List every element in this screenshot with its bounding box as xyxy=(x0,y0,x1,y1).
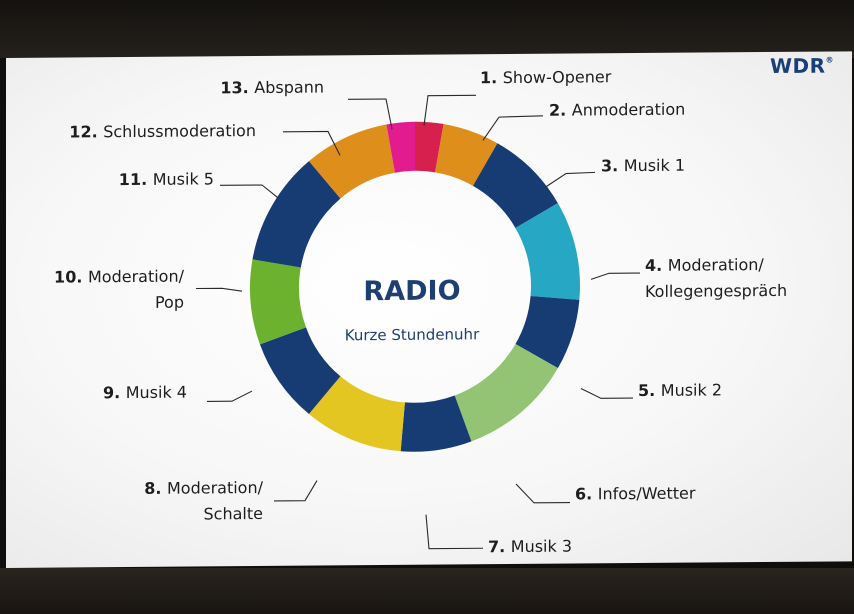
leader-line-6 xyxy=(515,483,570,504)
segment-labels: 1. Show-Opener 2. Anmoderation 3. Musik 1 4… xyxy=(54,67,787,557)
segment-number-7: 7. xyxy=(488,537,511,556)
leader-line-1 xyxy=(423,94,476,126)
diagram-subtitle: Kurze Stundenuhr xyxy=(345,325,480,344)
ring-segment-13 xyxy=(386,121,415,173)
leader-line-7 xyxy=(425,514,483,550)
segment-number-2: 2. xyxy=(549,101,572,120)
segment-text-13: Abspann xyxy=(254,78,324,98)
ring-segment-9 xyxy=(259,327,341,415)
segment-text-8: Schalte xyxy=(204,504,263,523)
ring-segment-10 xyxy=(250,259,306,345)
segment-text-5: Musik 2 xyxy=(661,380,722,399)
leader-line-2 xyxy=(482,115,544,141)
ring-segment-2 xyxy=(435,124,498,186)
leader-line-5 xyxy=(580,387,633,399)
segment-number-8: 8. xyxy=(144,479,167,498)
segment-label-10: 10. Moderation/ xyxy=(54,267,185,287)
segment-text-1: Show-Opener xyxy=(503,67,612,87)
segment-label-12: 12. Schlussmoderation xyxy=(69,121,256,141)
segment-number-6: 6. xyxy=(575,484,598,503)
segment-text-4: Kollegengespräch xyxy=(645,281,787,301)
ring-segment-6 xyxy=(454,343,558,442)
segment-label-4: 4. Moderation/ xyxy=(645,255,764,275)
segment-label-9: 9. Musik 4 xyxy=(103,383,187,403)
ring-segment-3 xyxy=(472,143,558,228)
leader-line-9 xyxy=(207,390,253,402)
ring-segment-8 xyxy=(308,376,405,452)
segment-label-13: 13. Abspann xyxy=(220,78,324,98)
clock-ring xyxy=(250,121,580,452)
segment-number-10: 10. xyxy=(54,267,88,286)
segment-label-4-line2: Kollegengespräch xyxy=(645,281,787,301)
ring-segment-12 xyxy=(308,124,395,199)
segment-number-13: 13. xyxy=(220,78,254,97)
ring-segment-7 xyxy=(400,395,472,452)
leader-lines xyxy=(196,94,640,550)
segment-number-11: 11. xyxy=(119,170,153,189)
leader-line-8 xyxy=(274,480,318,502)
leader-line-4 xyxy=(590,272,640,280)
segment-label-11: 11. Musik 5 xyxy=(119,169,214,189)
segment-label-8: 8. Moderation/ xyxy=(144,478,263,498)
segment-label-5: 5. Musik 2 xyxy=(638,380,722,400)
segment-number-12: 12. xyxy=(69,122,103,141)
segment-number-9: 9. xyxy=(103,383,126,402)
segment-number-1: 1. xyxy=(480,68,503,87)
leader-line-3 xyxy=(545,171,596,188)
leader-line-13 xyxy=(348,98,393,130)
segment-number-3: 3. xyxy=(601,156,624,175)
segment-text-4: Moderation/ xyxy=(668,255,765,275)
ring-segment-1 xyxy=(415,121,444,173)
segment-text-6: Infos/Wetter xyxy=(598,484,696,504)
segment-text-8: Moderation/ xyxy=(167,478,264,498)
segment-number-4: 4. xyxy=(645,256,668,275)
segment-text-11: Musik 5 xyxy=(153,169,214,188)
leader-line-12 xyxy=(283,130,341,156)
segment-number-5: 5. xyxy=(638,381,661,400)
segment-label-10-line2: Pop xyxy=(155,293,184,312)
segment-label-1: 1. Show-Opener xyxy=(480,67,612,87)
segment-text-7: Musik 3 xyxy=(511,537,572,556)
segment-label-2: 2. Anmoderation xyxy=(549,100,685,120)
ring-segment-11 xyxy=(252,161,341,268)
ring-segment-5 xyxy=(515,295,580,369)
segment-text-10: Moderation/ xyxy=(88,267,185,287)
leader-line-11 xyxy=(220,184,279,199)
segment-label-8-line2: Schalte xyxy=(204,504,263,523)
diagram-title: RADIO xyxy=(363,275,460,307)
segment-text-12: Schlussmoderation xyxy=(103,121,256,141)
segment-text-9: Musik 4 xyxy=(126,383,187,402)
segment-label-3: 3. Musik 1 xyxy=(601,156,685,176)
segment-text-3: Musik 1 xyxy=(624,156,685,175)
monitor-bezel-top xyxy=(0,0,854,58)
segment-label-6: 6. Infos/Wetter xyxy=(575,484,696,504)
segment-label-7: 7. Musik 3 xyxy=(488,537,572,557)
hour-clock-diagram: 1. Show-Opener 2. Anmoderation 3. Musik 1 4… xyxy=(54,67,787,557)
ring-segment-4 xyxy=(515,203,580,300)
segment-text-10: Pop xyxy=(155,293,184,312)
segment-text-2: Anmoderation xyxy=(572,100,685,120)
leader-line-10 xyxy=(196,287,243,292)
monitor-bezel-bottom xyxy=(0,568,854,614)
